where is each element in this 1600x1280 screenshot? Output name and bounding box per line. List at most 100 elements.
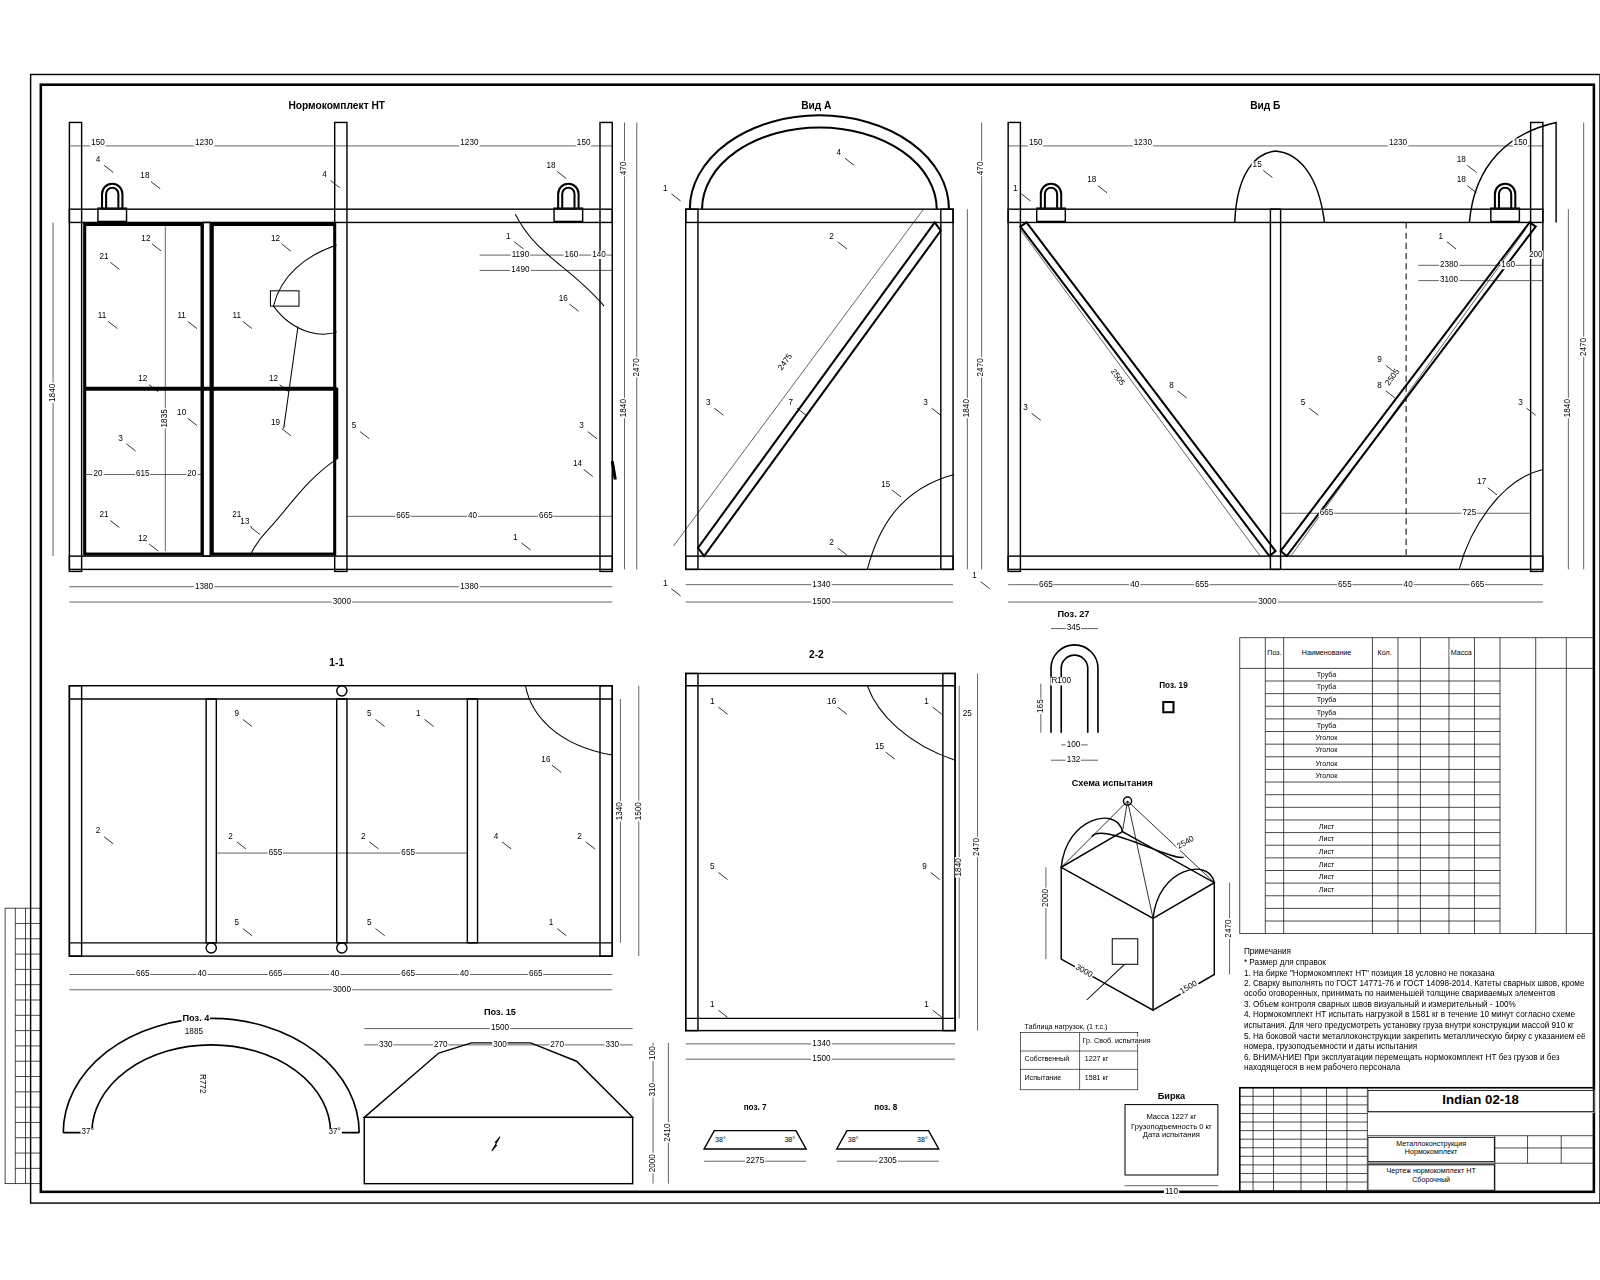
title-rule (1240, 1113, 1368, 1114)
callout-number: 7 (788, 399, 795, 408)
dimension-label: 665 (268, 970, 284, 979)
dimension-label: Уголок (1315, 760, 1339, 767)
leader-line (243, 719, 252, 726)
dimension-label: 140 (591, 251, 607, 260)
leader-line (1467, 165, 1476, 172)
dimension-label: 1885 (184, 1028, 204, 1037)
callout-number: 15 (874, 743, 885, 752)
callout-number: 5 (366, 710, 373, 719)
leader-line (1488, 488, 1497, 495)
leader-line (714, 408, 723, 415)
title-rule (1240, 1122, 1368, 1123)
node-text: Масса 1227 кг Грузоподъемность 0 кг Дата… (1129, 1113, 1215, 1139)
table-rule (1265, 921, 1500, 922)
dimension-label: 1840 (963, 398, 972, 418)
stamp-rule (15, 1122, 41, 1123)
leader-line (797, 408, 806, 415)
leader-line (588, 432, 597, 439)
dimension-label: 1840 (955, 857, 964, 877)
leader-line (586, 842, 595, 849)
stamp-rule (15, 1107, 41, 1108)
title-rule (1240, 1156, 1368, 1157)
dimension-label: 150 (90, 139, 106, 148)
callout-number: 2 (227, 832, 234, 841)
leader-line (110, 262, 119, 269)
dimension-label: 1380 (459, 582, 479, 591)
table-rule (1566, 638, 1567, 934)
title-rule (1240, 1164, 1368, 1165)
leader-line (552, 765, 561, 772)
callout-number: 18 (1086, 176, 1097, 185)
dimension-label: 665 (1319, 509, 1335, 518)
dimension-label: Кол. (1377, 649, 1393, 656)
dimension-label: 165 (1037, 698, 1046, 714)
leader-line (1098, 186, 1107, 193)
dimension-label: 2505 (1383, 367, 1402, 388)
dimension-label: 1500 (1178, 979, 1200, 997)
table-rule (1265, 718, 1500, 719)
table-cell: 1581 кг (1084, 1073, 1110, 1080)
node-text: Indian 02-18 (1371, 1093, 1589, 1108)
leader-line (243, 929, 252, 936)
leader-line (521, 543, 530, 550)
dimension-label: 38° (847, 1136, 860, 1143)
table-rule (1535, 638, 1536, 934)
dimension-label: 1380 (194, 582, 214, 591)
title-cell: Чертеж нормокомплект НТ Сборочный (1367, 1164, 1495, 1191)
tag-plate: БиркаМасса 1227 кг Грузоподъемность 0 кг… (1124, 1104, 1218, 1175)
view-title: Вид Б (1249, 101, 1281, 112)
dimension-label: Труба (1316, 722, 1337, 729)
view-title: 2-2 (808, 650, 825, 661)
callout-number: 5 (366, 919, 373, 928)
table-cell: 1227 кг (1084, 1055, 1110, 1062)
dimension-label: Лист (1318, 848, 1336, 855)
stamp-rule (15, 984, 41, 985)
table-rule (1265, 756, 1500, 757)
callout-number: 1 (1438, 232, 1445, 241)
dimension-label: 1500 (811, 598, 831, 607)
title-rule (1240, 1139, 1368, 1140)
view-title: Поз. 19 (1158, 681, 1188, 690)
dimension-label: 2470 (977, 357, 986, 377)
leader-line (933, 1010, 942, 1017)
dimension-label: Лист (1318, 886, 1336, 893)
dimension-label: 1840 (49, 383, 58, 403)
dimension-label: 2470 (973, 837, 982, 857)
leader-line (282, 429, 291, 436)
callout-number: 1 (709, 1001, 716, 1010)
leader-line (1178, 391, 1187, 398)
callout-number: 12 (137, 534, 148, 543)
callout-number: 13 (239, 518, 250, 527)
callout-number: 16 (826, 698, 837, 707)
note-text: Примечания (1243, 947, 1595, 957)
stamp-rule (15, 1168, 41, 1169)
dimension-label: 655 (400, 849, 416, 858)
dimension-label: Уголок (1315, 746, 1339, 753)
dimension-label: 300 (492, 1041, 508, 1050)
dimension-label: 100 (649, 1045, 658, 1061)
leader-line (671, 194, 680, 201)
stamp-rule (15, 1137, 41, 1138)
title-rule (1561, 1136, 1562, 1164)
table-rule (1372, 638, 1373, 934)
dimension-label: Лист (1318, 873, 1336, 880)
callout-number: 12 (140, 234, 151, 243)
dimension-label: 150 (576, 139, 592, 148)
callout-number: 1 (505, 232, 512, 241)
dimension-label: 470 (977, 161, 986, 177)
leader-line (127, 444, 136, 451)
title-rule (1240, 1096, 1368, 1097)
leader-line (584, 469, 593, 476)
dimension-label: 1500 (811, 1055, 831, 1064)
callout-number: 5 (1300, 399, 1307, 408)
note-text: 4. Нормокомплект НТ испытать нагрузкой в… (1243, 1010, 1595, 1030)
callout-number: 1 (1012, 184, 1019, 193)
dimension-label: Поз. (1266, 649, 1282, 656)
leader-line (933, 707, 942, 714)
leader-line (845, 158, 854, 165)
stamp-rule (15, 969, 41, 970)
table-rule (1265, 744, 1500, 745)
view-title: Поз. 15 (483, 1007, 517, 1017)
dimension-label: 2470 (1225, 918, 1234, 938)
callout-number: 11 (176, 312, 187, 321)
